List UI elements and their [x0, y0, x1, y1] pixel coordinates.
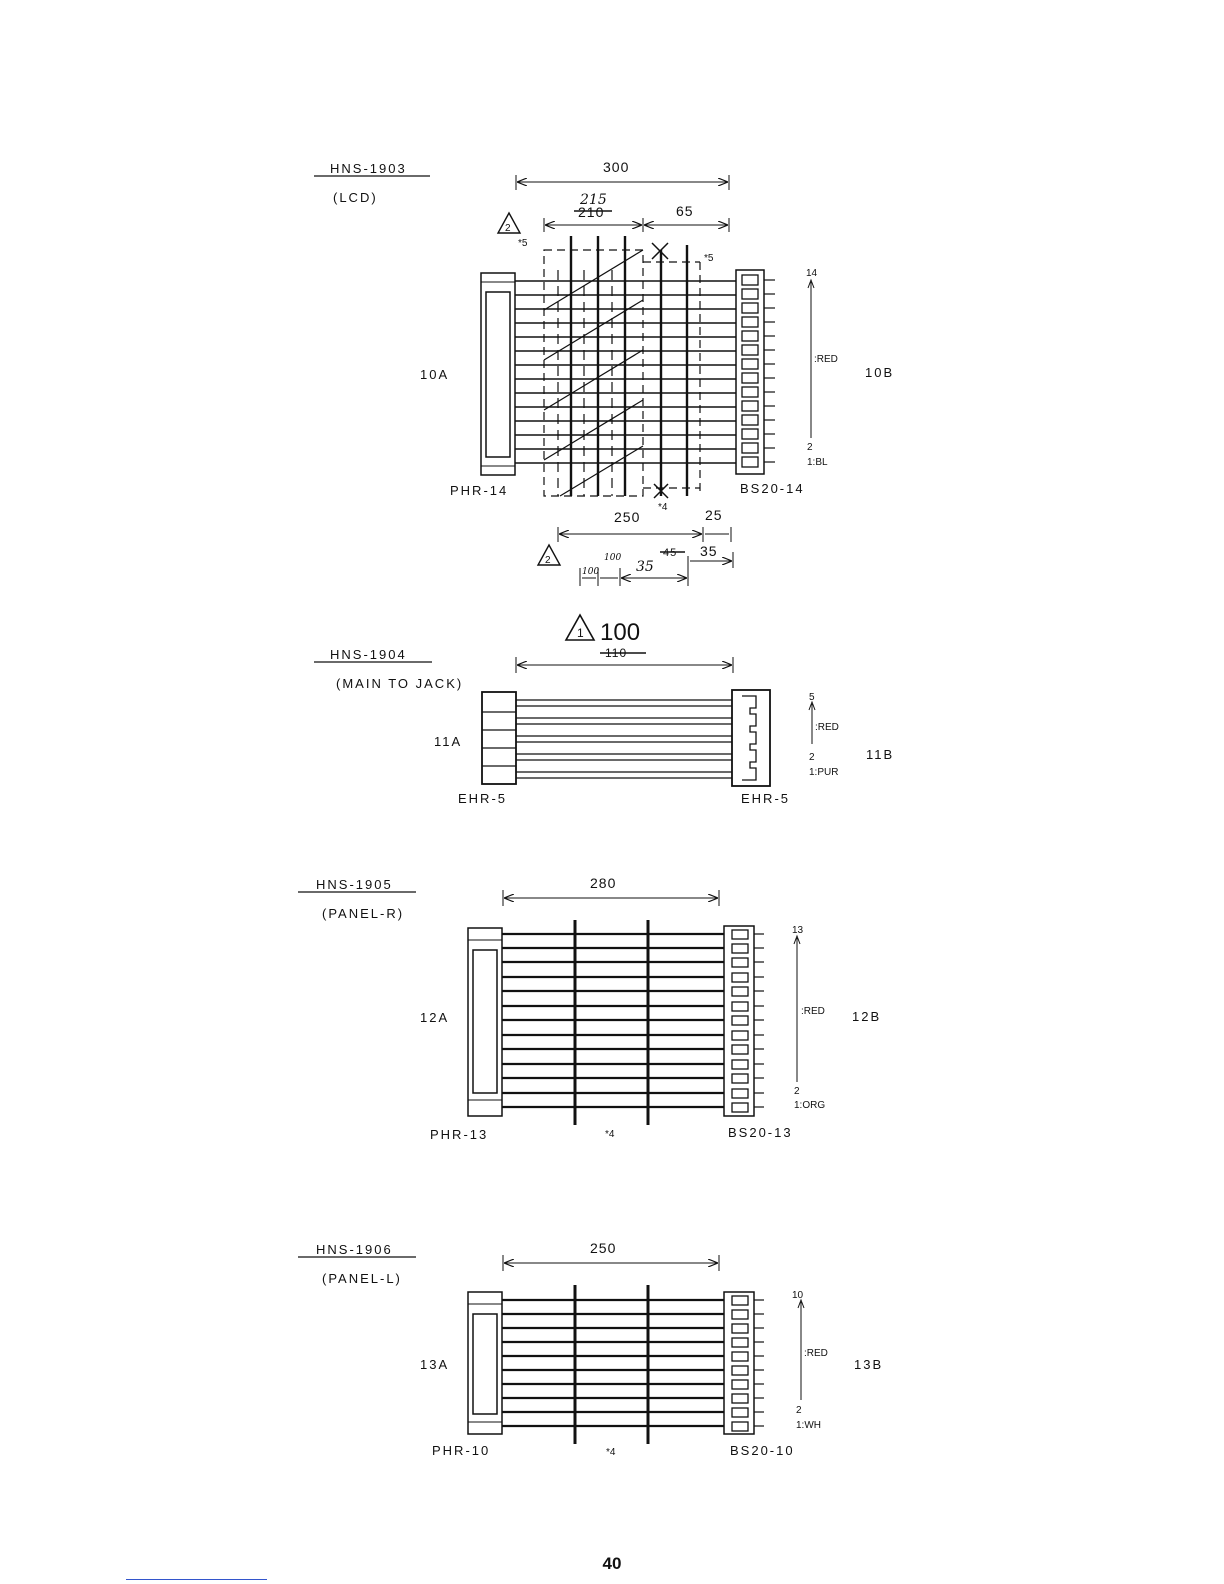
cable-hns-1906: HNS-1906 (PANEL-L) 250: [298, 1240, 883, 1458]
connector-a-label: EHR-5: [458, 791, 507, 806]
connector-b-icon: [723, 925, 764, 1117]
svg-text:1: 1: [577, 626, 584, 640]
connector-b-icon: [731, 689, 771, 787]
bottom-dim-struck: 45: [663, 547, 677, 559]
svg-text:2: 2: [545, 555, 551, 566]
length-dimension-c: 250: [614, 509, 640, 525]
pin-top: 13: [792, 925, 804, 936]
tie-mark: *5: [704, 253, 714, 264]
pin-top: 5: [809, 692, 815, 703]
length-dimension: 280: [590, 875, 616, 891]
connector-b-label: BS20-13: [728, 1125, 793, 1140]
cable-name: (LCD): [333, 190, 378, 205]
pin-2: 2: [796, 1405, 802, 1416]
revision-triangle-icon: 2: [536, 543, 562, 566]
revised-length: 215: [579, 192, 607, 208]
connector-a-icon: [481, 691, 517, 785]
pin-1: 1:PUR: [809, 767, 838, 778]
bottom-dim: 35: [700, 543, 718, 559]
revision-triangle-icon: 1: [564, 613, 596, 641]
cable-id: HNS-1906: [316, 1242, 393, 1257]
pin-1: 1:BL: [807, 457, 828, 468]
connector-b-icon: [735, 269, 775, 475]
cable-hns-1903: HNS-1903 (LCD) 300 215 210 65 2 *5 *5: [314, 159, 894, 586]
end-label-b: 12B: [852, 1009, 881, 1024]
cable-id: HNS-1904: [330, 647, 407, 662]
pin-2: 2: [794, 1086, 800, 1097]
pin-color-top: :RED: [814, 354, 838, 365]
bottom-dim: 35: [636, 559, 654, 575]
connector-a-label: PHR-10: [432, 1443, 490, 1458]
connector-b-label: EHR-5: [741, 791, 790, 806]
connector-a-icon: [467, 927, 503, 1117]
cable-name: (MAIN TO JACK): [336, 676, 463, 691]
pin-1: 1:ORG: [794, 1100, 825, 1111]
cable-name: (PANEL-R): [322, 906, 404, 921]
length-dimension: 250: [590, 1240, 616, 1256]
cable-hns-1905: HNS-1905 (PANEL-R) 280: [298, 875, 881, 1142]
bottom-dim: 100: [604, 553, 621, 563]
pin-2: 2: [809, 752, 815, 763]
tie-mark: *4: [605, 1129, 615, 1140]
connector-b-icon: [723, 1291, 764, 1435]
pin-color-top: :RED: [804, 1348, 828, 1359]
tie-mark: *5: [518, 238, 528, 249]
footer-rule: [126, 1579, 267, 1580]
pin-2: 2: [807, 442, 813, 453]
pin-top: 14: [806, 268, 818, 279]
connector-a-icon: [467, 1291, 503, 1435]
pin-color-top: :RED: [815, 722, 839, 733]
length-dimension-b: 65: [676, 203, 694, 219]
length-dimension-d: 25: [705, 507, 723, 523]
end-label-b: 10B: [865, 365, 894, 380]
pin-color-top: :RED: [801, 1006, 825, 1017]
revision-triangle-icon: 2: [496, 211, 522, 234]
end-label-a: 12A: [420, 1010, 449, 1025]
svg-text:2: 2: [505, 223, 511, 234]
connector-a-label: PHR-14: [450, 483, 508, 498]
end-label-b: 13B: [854, 1357, 883, 1372]
connector-b-label: BS20-14: [740, 481, 805, 496]
connector-a-icon: [480, 272, 516, 476]
tie-mark: *4: [658, 502, 668, 513]
length-dimension: 300: [603, 159, 629, 175]
bottom-dim: 100: [582, 567, 599, 577]
connector-b-label: BS20-10: [730, 1443, 795, 1458]
cable-hns-1904: 1 100 110 HNS-1904 (MAIN TO JACK): [314, 613, 894, 806]
cable-name: (PANEL-L): [322, 1271, 402, 1286]
end-label-a: 10A: [420, 367, 449, 382]
page-number: 40: [602, 1554, 622, 1573]
end-label-a: 13A: [420, 1357, 449, 1372]
pin-top: 10: [792, 1290, 804, 1301]
tie-mark: *4: [606, 1447, 616, 1458]
struck-length: 210: [578, 204, 604, 220]
cable-id: HNS-1905: [316, 877, 393, 892]
cable-id: HNS-1903: [330, 161, 407, 176]
deleted-ties: [543, 249, 701, 497]
end-label-a: 11A: [434, 734, 462, 749]
connector-a-label: PHR-13: [430, 1127, 488, 1142]
end-label-b: 11B: [866, 747, 894, 762]
revised-length: 100: [600, 619, 640, 646]
pin-1: 1:WH: [796, 1420, 821, 1431]
